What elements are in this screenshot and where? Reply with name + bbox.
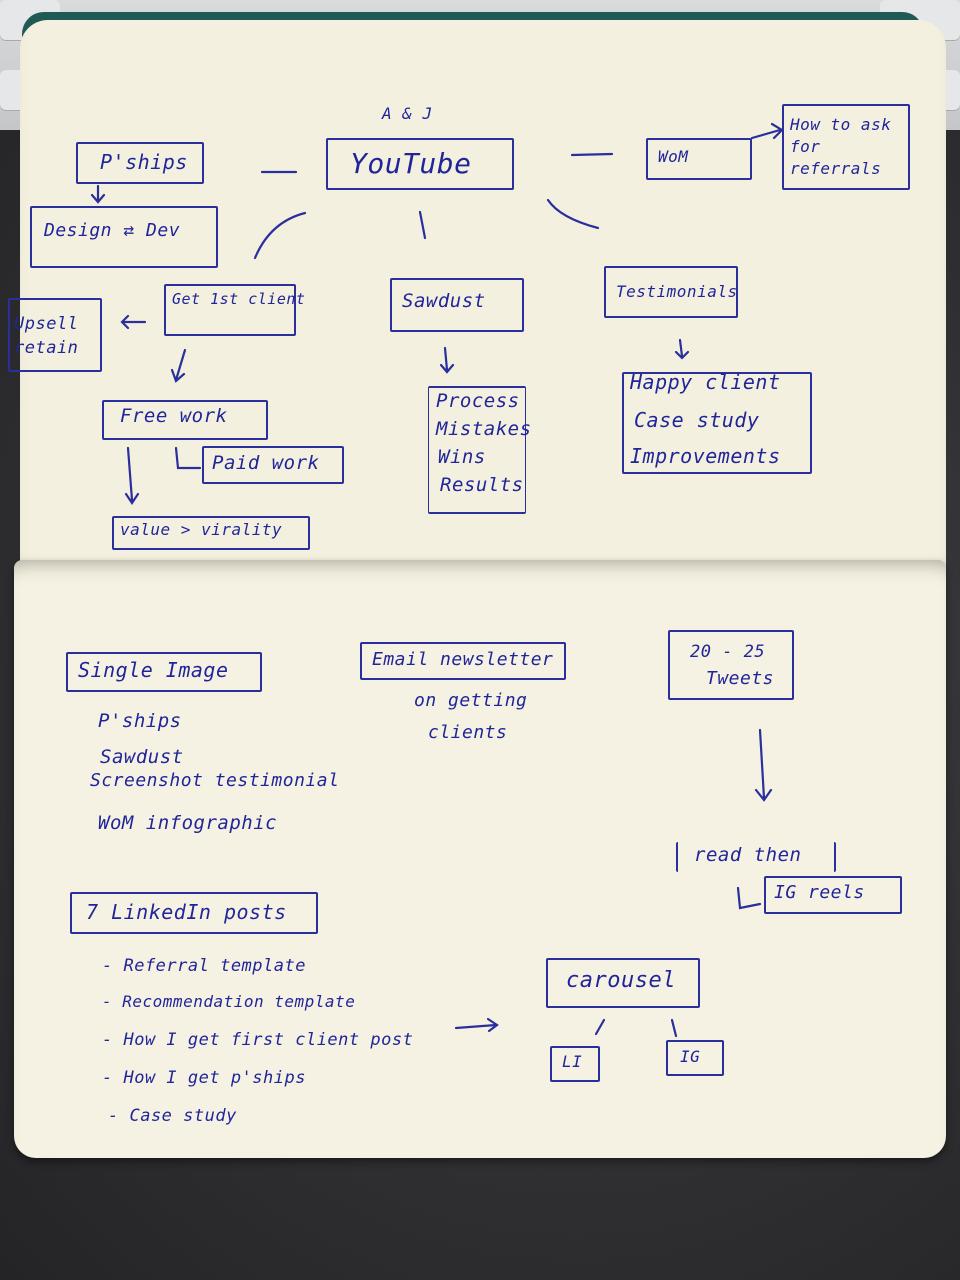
single-image-item: WoM infographic [98, 812, 278, 834]
testimonials-item: Happy client [630, 370, 781, 394]
sawdust-items-box [428, 386, 526, 514]
free-work-label: Free work [120, 405, 228, 427]
pships-box [76, 142, 204, 184]
sawdust-box [390, 278, 524, 332]
email-box [360, 642, 566, 680]
youtube-box [326, 138, 514, 190]
carousel-label: carousel [566, 968, 676, 993]
linkedin-item: - How I get first client post [102, 1030, 414, 1050]
linkedin-box [70, 892, 318, 934]
ig-label: IG [680, 1047, 701, 1066]
testimonials-items-box [622, 372, 812, 474]
sawdust-label: Sawdust [402, 290, 486, 312]
ig-reels-box [764, 876, 902, 914]
tweets-count: 20 - 25 [690, 642, 766, 662]
li-label: LI [562, 1052, 583, 1071]
first-client-box [164, 284, 296, 336]
linkedin-item: - Recommendation template [102, 992, 356, 1011]
ig-reels-label: IG reels [774, 882, 865, 903]
linkedin-item: - Case study [108, 1106, 237, 1126]
wom-label: WoM [658, 147, 689, 166]
sawdust-item: Process [436, 390, 520, 412]
tweets-box [668, 630, 794, 700]
single-image-box [66, 652, 262, 692]
carousel-box [546, 958, 700, 1008]
read-then-bracket [676, 842, 836, 872]
li-box [550, 1046, 600, 1082]
single-image-label: Single Image [78, 658, 229, 682]
paid-work-box [202, 446, 344, 484]
upsell-label: Upsell retain [14, 314, 79, 358]
pships-label: P'ships [100, 150, 188, 174]
read-then-label: read then [694, 844, 802, 866]
tweets-label: Tweets [706, 668, 775, 689]
referrals-box [782, 104, 910, 190]
author-mark: A & J [382, 104, 433, 123]
email-sub-line: clients [428, 722, 508, 743]
referrals-label: How to ask for referrals [790, 115, 892, 178]
single-image-item: Screenshot testimonial [90, 770, 340, 791]
email-label: Email newsletter [372, 649, 554, 670]
ig-box [666, 1040, 724, 1076]
upsell-box [8, 298, 102, 372]
design-dev-box [30, 206, 218, 268]
single-image-item: P'ships [98, 710, 182, 732]
testimonials-item: Improvements [630, 444, 781, 468]
value-box [112, 516, 310, 550]
linkedin-item: - How I get p'ships [102, 1068, 306, 1088]
testimonials-box [604, 266, 738, 318]
free-work-box [102, 400, 268, 440]
sawdust-item: Mistakes [436, 418, 532, 440]
value-label: value > virality [120, 520, 283, 539]
paid-work-label: Paid work [212, 452, 320, 474]
notebook-page-top [20, 20, 946, 580]
testimonials-label: Testimonials [616, 282, 738, 301]
wom-box [646, 138, 752, 180]
single-image-item: Sawdust [100, 746, 184, 768]
youtube-label: YouTube [350, 147, 472, 180]
notebook-page-bottom [14, 560, 946, 1158]
linkedin-label: 7 LinkedIn posts [86, 900, 287, 924]
email-sub-line: on getting [414, 690, 528, 711]
first-client-label: Get 1st client [172, 290, 306, 308]
design-dev-label: Design ⇄ Dev [44, 220, 181, 241]
sawdust-item: Wins [438, 446, 486, 468]
testimonials-item: Case study [634, 408, 760, 432]
sawdust-item: Results [440, 474, 524, 496]
linkedin-item: - Referral template [102, 956, 306, 976]
